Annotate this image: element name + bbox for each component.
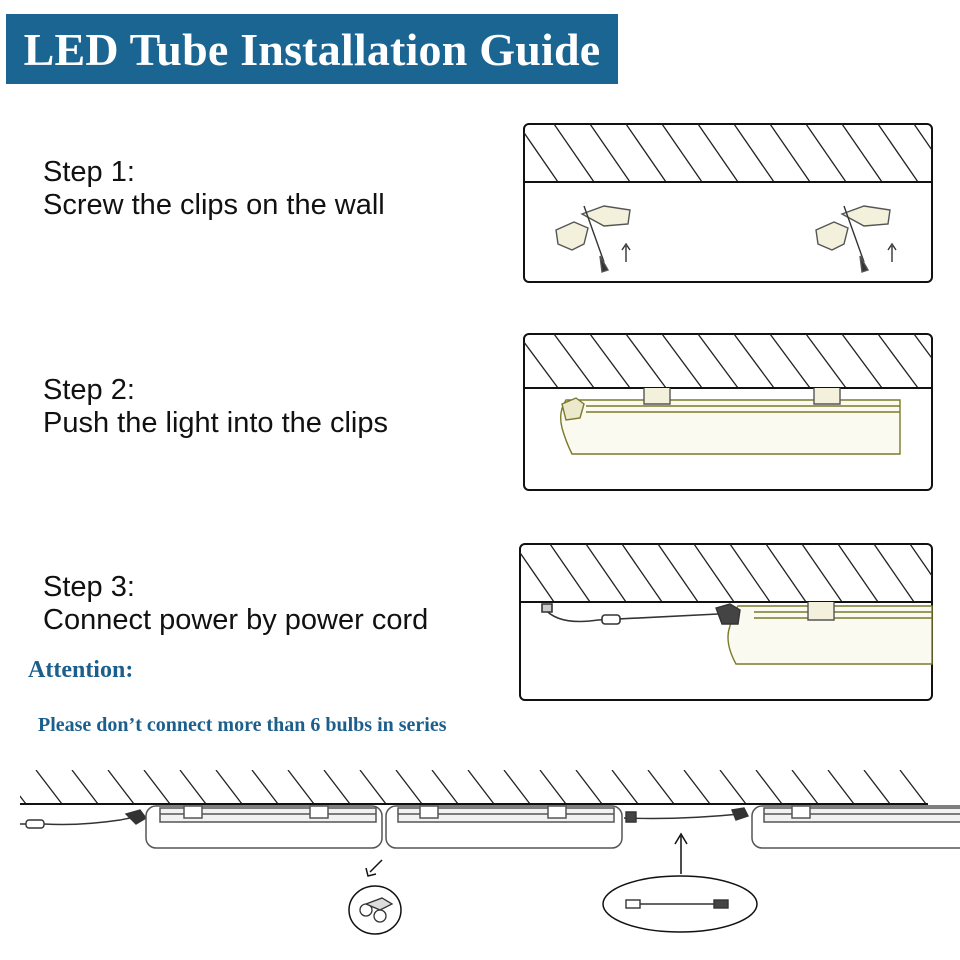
wall-hatch — [524, 334, 932, 388]
led-tube-icon — [145, 805, 383, 849]
mounting-clip-icon — [555, 205, 631, 273]
step-1-heading: Step 1: — [43, 156, 135, 188]
step-3-text: Step 3: Connect power by power cord — [43, 571, 428, 637]
step-2-illustration — [523, 333, 933, 491]
step-3-illustration — [519, 543, 933, 701]
power-plug-icon — [20, 809, 148, 829]
led-tube-icon — [559, 388, 901, 455]
step-1-description: Screw the clips on the wall — [43, 189, 385, 221]
step-3-heading: Step 3: — [43, 571, 135, 603]
step-2-text: Step 2: Push the light into the clips — [43, 374, 388, 440]
cable-detail-callout — [602, 832, 758, 933]
wall-hatch — [520, 544, 932, 602]
ceiling-hatch — [20, 770, 927, 804]
connector-plug-icon — [359, 897, 394, 923]
led-tube-icon — [751, 805, 960, 849]
step-1-text: Step 1: Screw the clips on the wall — [43, 156, 385, 222]
wall-hatch — [524, 124, 932, 182]
extension-cable-icon — [625, 899, 729, 909]
step-1-illustration — [523, 123, 933, 283]
joint-connector-callout — [348, 859, 402, 935]
attention-text: Please don’t connect more than 6 bulbs i… — [38, 714, 447, 736]
panel-frame — [523, 123, 933, 283]
power-cord-icon — [541, 603, 719, 625]
connector-cable-icon — [623, 807, 749, 823]
attention-heading: Attention: — [28, 657, 134, 683]
page-title: LED Tube Installation Guide — [23, 23, 601, 75]
title-banner: LED Tube Installation Guide — [6, 14, 618, 84]
led-tube-icon — [385, 805, 623, 849]
step-2-description: Push the light into the clips — [43, 407, 388, 439]
mounting-clip-icon — [815, 205, 897, 273]
led-tube-icon — [715, 602, 933, 665]
step-3-description: Connect power by power cord — [43, 604, 429, 636]
series-connection-illustration — [20, 770, 960, 935]
step-2-heading: Step 2: — [43, 374, 135, 406]
